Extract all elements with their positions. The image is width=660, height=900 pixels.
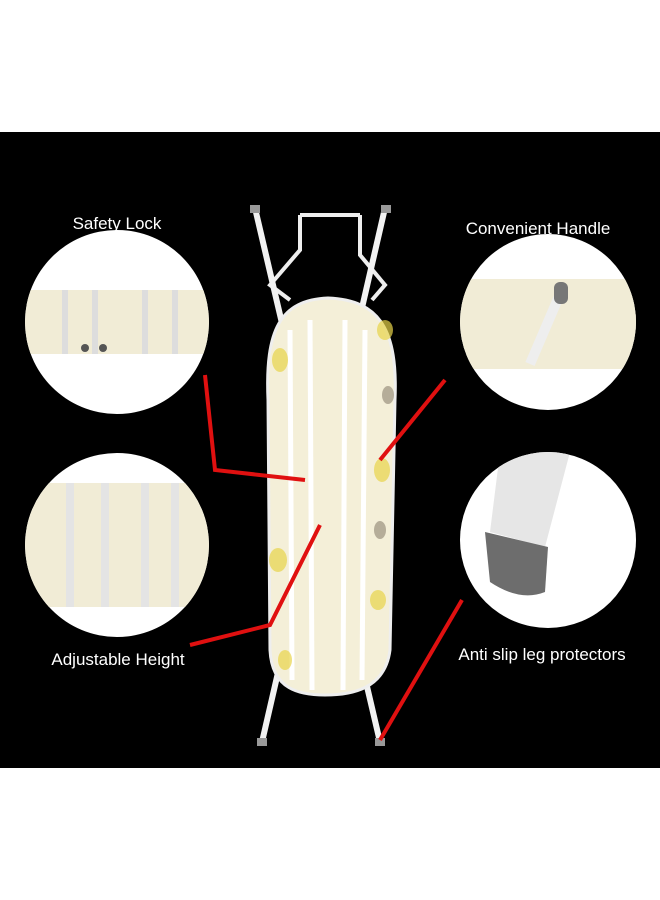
board-frame — [287, 319, 368, 691]
label-safety-lock: Safety Lock — [72, 214, 162, 233]
leg-tip — [257, 738, 267, 746]
label-anti-slip: Anti slip leg protectors — [458, 645, 626, 664]
leg-tip — [375, 738, 385, 746]
pointer-anti-slip — [378, 598, 464, 742]
leg-tip — [381, 205, 391, 213]
label-adjustable-height: Adjustable Height — [51, 650, 185, 669]
adjustable-height-detail — [25, 453, 209, 637]
pointer-safety-lock — [203, 374, 306, 482]
label-convenient-handle: Convenient Handle — [465, 219, 611, 238]
handle-detail — [460, 234, 636, 410]
leg-protector-detail — [460, 452, 636, 628]
cover-pattern — [269, 320, 393, 670]
callout-pointers — [189, 374, 464, 742]
safety-lock-detail — [25, 230, 209, 414]
pointer-height — [189, 524, 322, 647]
pointer-handle — [378, 378, 447, 462]
leg-tip — [250, 205, 260, 213]
